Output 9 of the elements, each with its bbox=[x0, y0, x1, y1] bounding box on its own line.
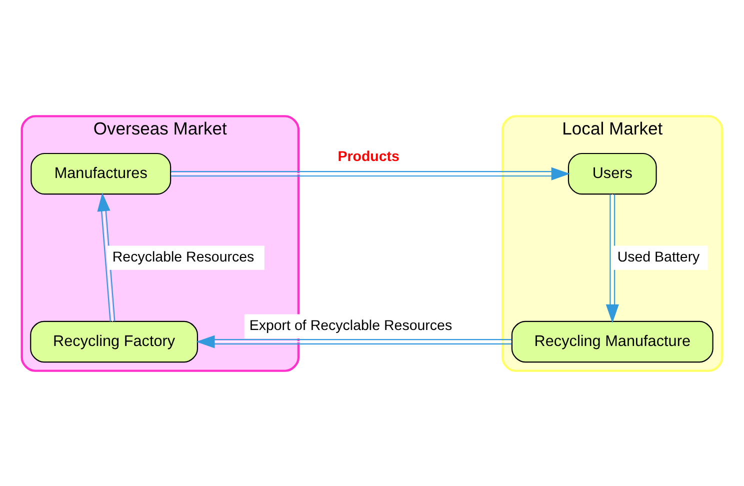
edge-label: Used Battery bbox=[617, 249, 700, 265]
edge-label: Recyclable Resources bbox=[112, 249, 254, 265]
edge-label: Products bbox=[338, 148, 400, 165]
node-box: Users bbox=[568, 152, 657, 194]
arrow bbox=[196, 334, 512, 348]
node-box: Recycling Factory bbox=[30, 320, 198, 362]
arrow bbox=[170, 166, 570, 180]
node-box: Recycling Manufacture bbox=[511, 320, 714, 362]
node-box: Manufactures bbox=[30, 152, 172, 194]
